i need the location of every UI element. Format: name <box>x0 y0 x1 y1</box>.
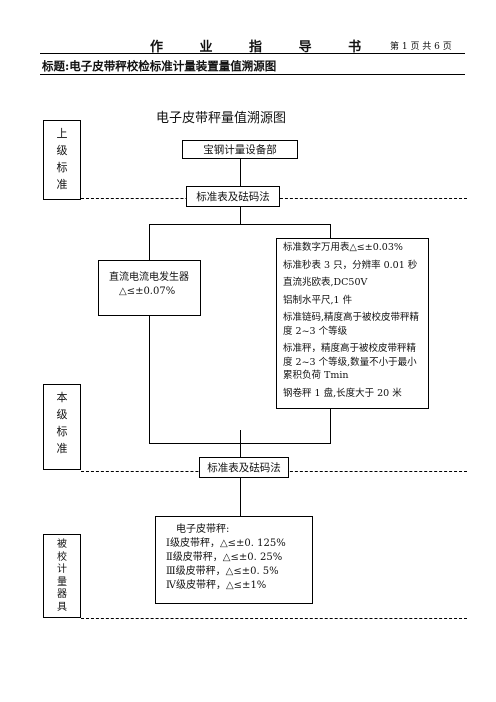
document-title: 作 业 指 导 书 <box>150 40 378 55</box>
belt-scale-grade: Ⅲ级皮带秤，△≤±0. 5% <box>166 566 279 577</box>
method-label-upper: 标准表及砝码法 <box>196 191 270 203</box>
level-calibrated-instrument: 被校计量器具 <box>43 534 81 618</box>
standard-item: 标准链码,精度高于被校皮带秤精度 2~3 个等级 <box>283 312 420 337</box>
level-upper-standard: 上级标准 <box>43 120 81 200</box>
standard-equipment-list-box: 标准数字万用表△≤±0.03% 标准秒表 3 只，分辨率 0.01 秒 直流兆欧… <box>276 238 429 409</box>
header-rule-top <box>40 53 465 54</box>
page-info: 第 1 页 共 6 页 <box>390 42 452 52</box>
level-this-standard: 本级标准 <box>43 384 81 470</box>
standard-item: 标准秤，精度高于被校皮带秤精度 2~3 个等级,数量不小于最小累积负荷 Tmin <box>283 343 417 381</box>
method-box-upper: 标准表及砝码法 <box>186 186 280 207</box>
belt-scale-title: 电子皮带秤: <box>176 524 230 535</box>
belt-scale-grade: Ⅰ级皮带秤，△≤±0. 125% <box>166 538 286 549</box>
connector-dc-down <box>149 315 150 443</box>
belt-scale-grade: Ⅱ级皮带秤，△≤±0. 25% <box>166 552 283 563</box>
separator-calibrated <box>81 618 467 619</box>
metrology-department-box: 宝钢计量设备部 <box>182 140 298 159</box>
metrology-department-label: 宝钢计量设备部 <box>203 144 277 156</box>
level-this-label: 本级标准 <box>56 391 68 455</box>
standard-item: 钢卷秤 1 盘,长度大于 20 米 <box>283 387 402 399</box>
connector-to-method2 <box>240 430 241 457</box>
connector-branch-left <box>149 224 150 260</box>
dc-current-generator-accuracy: △≤±0.07% <box>119 286 176 297</box>
header-rule-bottom <box>40 74 465 75</box>
connector-method2-to-device <box>240 477 241 517</box>
level-calibrated-label: 被校计量器具 <box>57 539 67 613</box>
standard-item: 标准秒表 3 只，分辨率 0.01 秒 <box>283 259 418 271</box>
level-upper-label: 上级标准 <box>56 127 68 191</box>
standard-item: 直流兆欧表,DC50V <box>283 277 368 288</box>
method-box-this: 标准表及砝码法 <box>199 457 289 478</box>
connector-top-to-method1 <box>240 158 241 186</box>
connector-method1-down <box>240 206 241 225</box>
connector-branch-right <box>330 224 331 238</box>
diagram-title: 电子皮带秤量值溯源图 <box>156 111 287 126</box>
dc-current-generator-name: 直流电流电发生器 <box>109 272 189 283</box>
standard-item: 标准数字万用表△≤±0.03% <box>283 242 403 253</box>
belt-scale-grade: Ⅳ级皮带秤，△≤±1% <box>166 580 267 591</box>
connector-list-down <box>330 408 331 444</box>
belt-scale-grades-box: 电子皮带秤: Ⅰ级皮带秤，△≤±0. 125% Ⅱ级皮带秤，△≤±0. 25% … <box>155 516 313 604</box>
subject-title: 标题:电子皮带秤校检标准计量装置量值溯源图 <box>42 59 277 73</box>
method-label-this: 标准表及砝码法 <box>207 462 281 474</box>
standard-item: 铝制水平尺,1 件 <box>283 294 353 306</box>
dc-current-generator-box: 直流电流电发生器 △≤±0.07% <box>98 260 201 316</box>
connector-branch-horizontal <box>149 224 330 225</box>
